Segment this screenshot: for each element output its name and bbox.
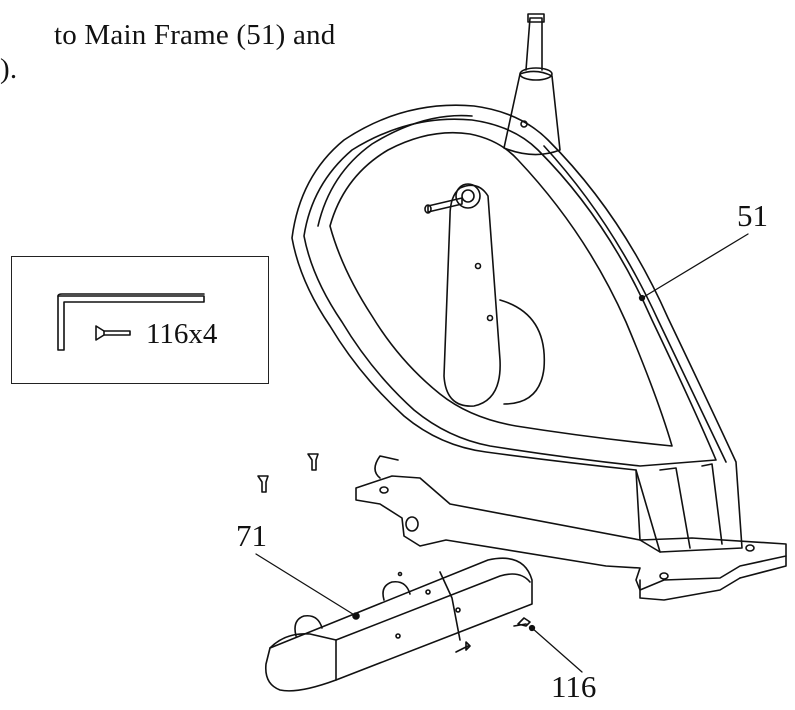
bolt-icon [95, 325, 131, 341]
instruction-line-2: ). [0, 53, 18, 85]
instruction-line-1: to Main Frame (51) and [54, 19, 336, 51]
allen-wrench-icon [57, 293, 205, 351]
callout-main-frame: 51 [737, 198, 768, 233]
callout-front-stabilizer: 71 [236, 518, 267, 553]
callout-bolt: 116 [551, 669, 597, 704]
hardware-label: 116x4 [146, 318, 218, 350]
hardware-box [11, 256, 269, 384]
bolt-icon [257, 453, 531, 653]
front-stabilizer [264, 557, 533, 692]
main-frame [291, 13, 787, 601]
leader-lines [255, 233, 749, 673]
